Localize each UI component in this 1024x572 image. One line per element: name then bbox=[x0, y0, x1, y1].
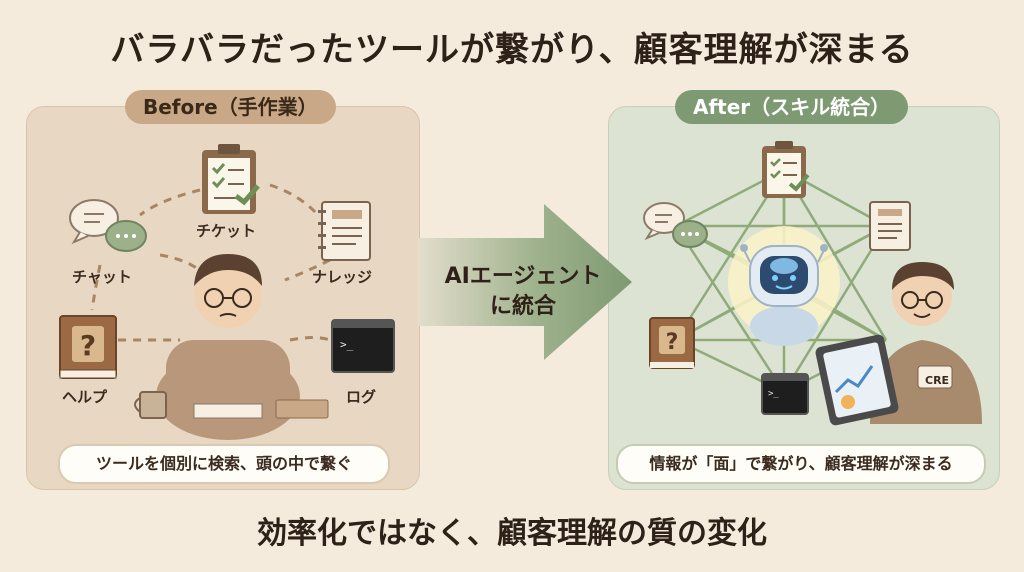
before-badge: Before（手作業） bbox=[125, 90, 336, 124]
svg-text:?: ? bbox=[666, 330, 679, 355]
before-caption: ツールを個別に検索、頭の中で繋ぐ bbox=[58, 444, 390, 484]
terminal-icon: >_ bbox=[331, 319, 395, 373]
tablet-icon bbox=[815, 334, 899, 426]
footer-message: 効率化ではなく、顧客理解の質の変化 bbox=[257, 516, 767, 551]
chat-label: チャット bbox=[72, 268, 132, 286]
after-caption: 情報が「面」で繋がり、顧客理解が深まる bbox=[616, 444, 986, 484]
cre-tag: CRE bbox=[925, 374, 950, 387]
ticket-label: チケット bbox=[196, 222, 257, 240]
clipboard-icon bbox=[202, 144, 260, 214]
notebook-icon bbox=[318, 201, 371, 261]
arrow-label-line2: に統合 bbox=[489, 294, 556, 319]
svg-text:>_: >_ bbox=[768, 389, 779, 399]
arrow-label: AIエージェント に統合 bbox=[428, 262, 618, 322]
robot-icon bbox=[728, 226, 840, 346]
clipboard-icon bbox=[762, 141, 810, 198]
mug-icon bbox=[134, 391, 167, 419]
arrow-label-line1: AIエージェント bbox=[444, 264, 602, 289]
person-icon bbox=[870, 262, 982, 424]
page-title: バラバラだったツールが繋がり、顧客理解が深まる bbox=[110, 30, 914, 70]
chat-bubbles-icon bbox=[643, 202, 708, 248]
person-icon bbox=[156, 254, 329, 440]
help-book-icon: ? bbox=[59, 315, 117, 379]
svg-text:>_: >_ bbox=[340, 338, 354, 351]
help-label: ヘルプ bbox=[62, 388, 108, 406]
after-badge: After（スキル統合） bbox=[675, 90, 909, 124]
help-book-icon: ? bbox=[649, 317, 695, 369]
terminal-icon: >_ bbox=[761, 373, 809, 415]
log-label: ログ bbox=[346, 388, 377, 406]
transition-arrow bbox=[418, 204, 632, 360]
knowledge-label: ナレッジ bbox=[312, 268, 373, 286]
chat-bubbles-icon bbox=[69, 199, 147, 252]
svg-text:?: ? bbox=[80, 329, 96, 362]
notebook-icon bbox=[869, 201, 911, 251]
before-connectors bbox=[90, 183, 331, 342]
